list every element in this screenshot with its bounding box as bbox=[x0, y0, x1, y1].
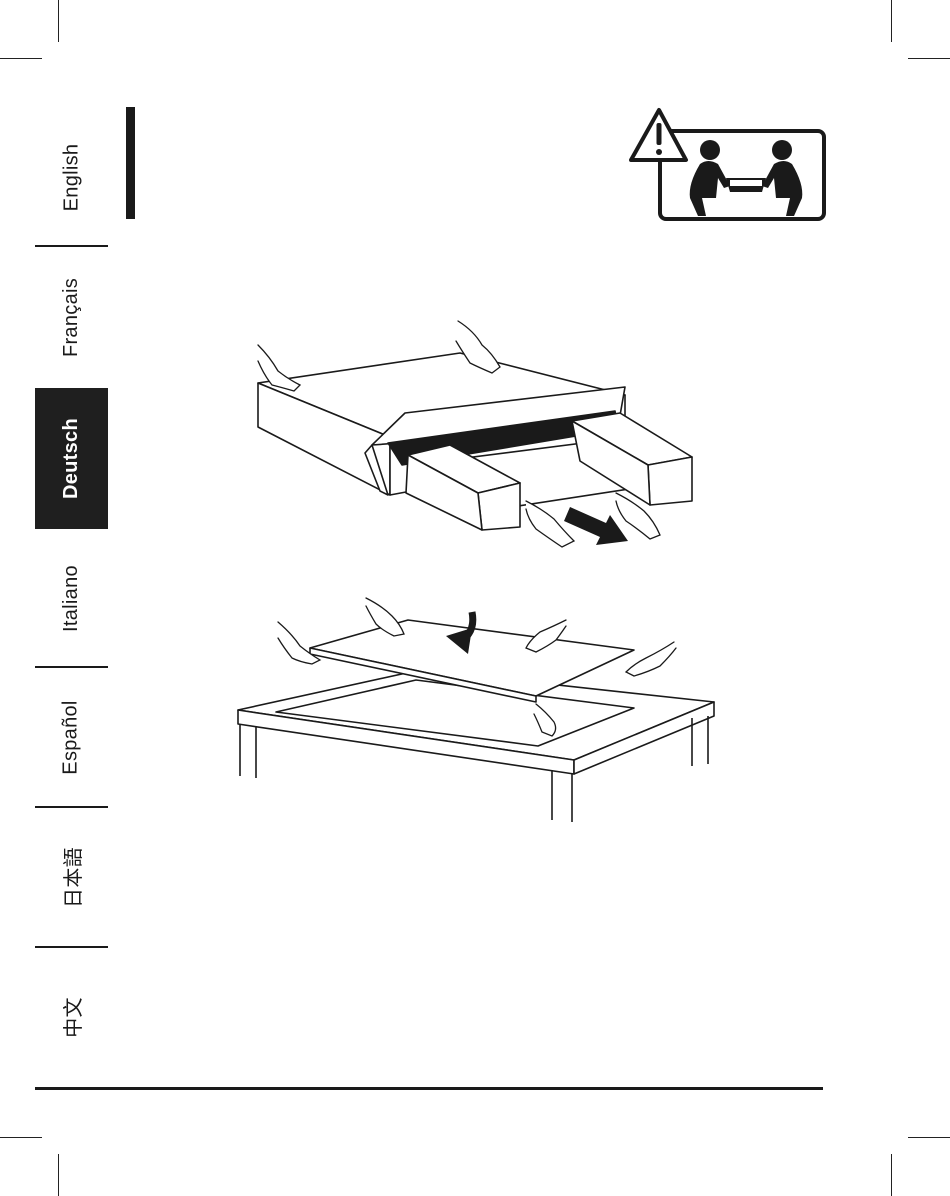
two-person-lift-warning-icon bbox=[628, 106, 828, 224]
crop-mark bbox=[0, 58, 42, 59]
crop-mark bbox=[891, 0, 892, 42]
lang-label: 日本語 bbox=[57, 847, 86, 908]
lang-tab-japanese[interactable]: 日本語 bbox=[35, 808, 108, 946]
lang-label: Italiano bbox=[60, 565, 83, 632]
section-marker-bar bbox=[126, 107, 135, 219]
lang-label: 中文 bbox=[57, 997, 86, 1038]
place-on-table-illustration bbox=[236, 598, 718, 824]
crop-mark bbox=[58, 1154, 59, 1196]
lang-tab-english[interactable]: English bbox=[35, 108, 108, 246]
bottom-rule bbox=[35, 1087, 823, 1090]
lang-label: Español bbox=[60, 700, 83, 774]
remove-from-box-illustration bbox=[230, 315, 710, 555]
lang-tab-francais[interactable]: Français bbox=[35, 248, 108, 386]
crop-mark bbox=[891, 1154, 892, 1196]
tab-divider bbox=[35, 245, 108, 247]
lang-tab-espanol[interactable]: Español bbox=[35, 668, 108, 806]
lang-tab-italiano[interactable]: Italiano bbox=[35, 530, 108, 666]
lang-tab-chinese[interactable]: 中文 bbox=[35, 948, 108, 1086]
lang-label: English bbox=[60, 143, 83, 211]
lang-label: Français bbox=[60, 277, 83, 356]
lang-tab-deutsch[interactable]: Deutsch bbox=[35, 388, 108, 529]
lang-label: Deutsch bbox=[60, 418, 83, 499]
crop-mark bbox=[908, 1137, 950, 1138]
crop-mark bbox=[58, 0, 59, 42]
crop-mark bbox=[908, 58, 950, 59]
crop-mark bbox=[0, 1137, 42, 1138]
